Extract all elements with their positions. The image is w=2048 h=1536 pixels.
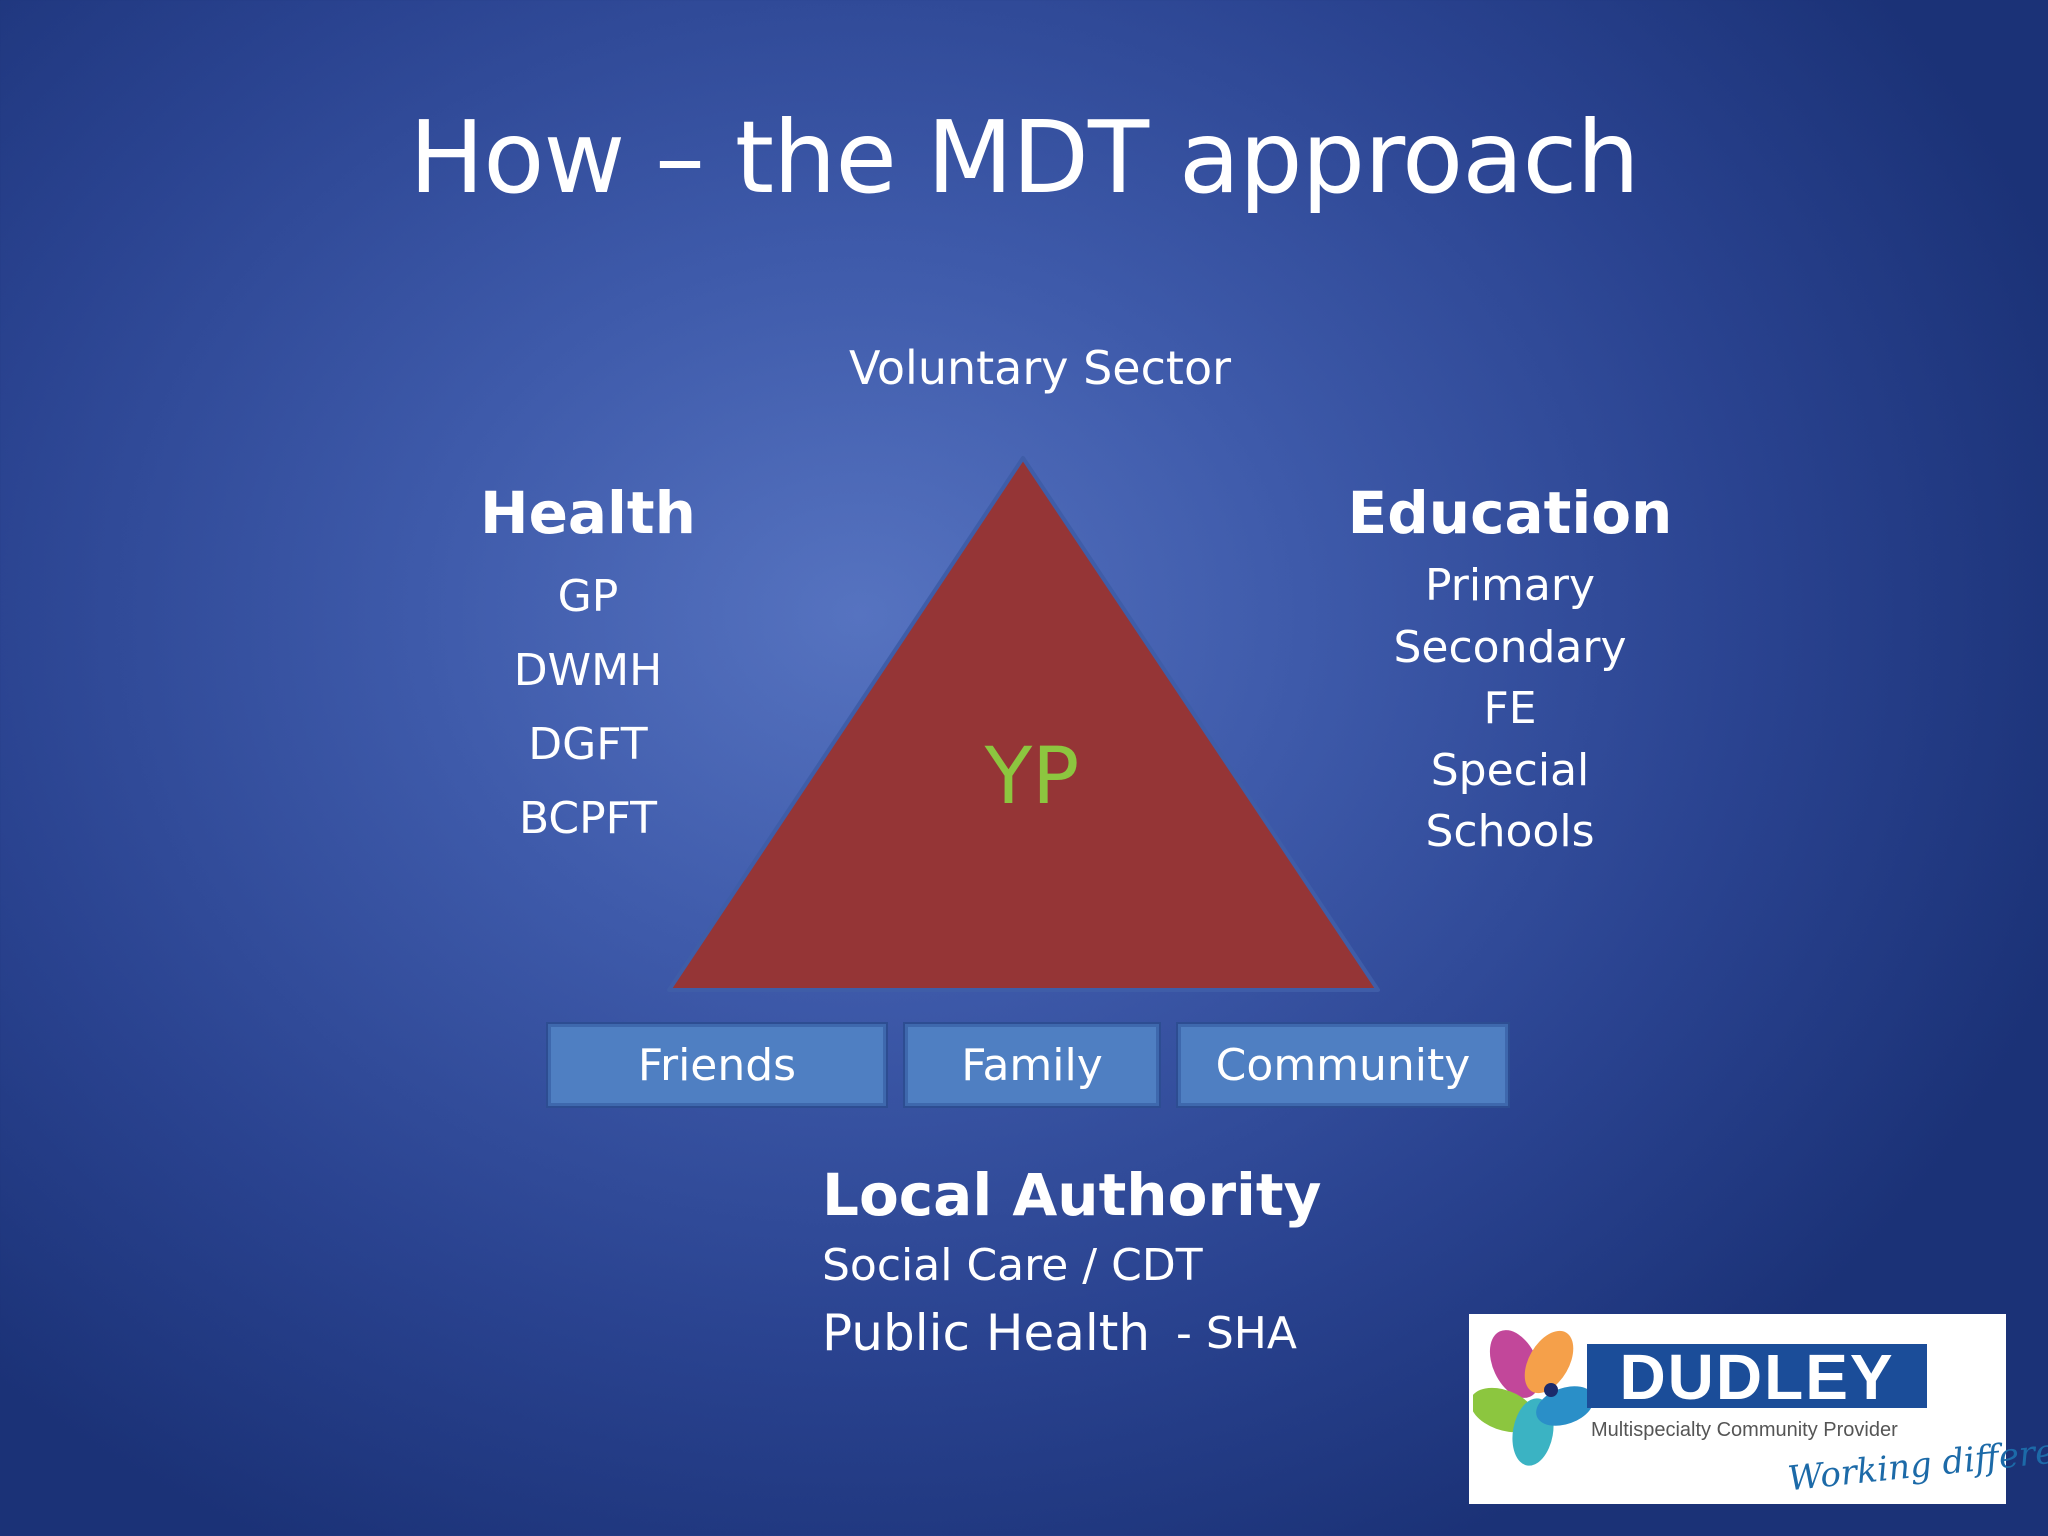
logo-subtitle: Multispecialty Community Provider (1591, 1419, 1898, 1441)
health-item-dwmh: DWMH (513, 645, 663, 696)
health-list: GP DWMH DGFT BCPFT (438, 560, 738, 856)
health-heading: Health (480, 479, 696, 547)
logo-wordmark: DUDLEY (1587, 1344, 1927, 1410)
education-item-primary: Primary (1424, 560, 1596, 611)
social-care-label: Social Care / CDT (822, 1240, 1203, 1291)
family-box: Family (905, 1024, 1159, 1106)
health-item-dgft: DGFT (528, 719, 648, 770)
community-box: Community (1178, 1024, 1508, 1106)
health-item-bcpft: BCPFT (518, 793, 658, 844)
flower-icon (1473, 1330, 1593, 1466)
triangle-shape (667, 456, 1380, 992)
yp-triangle: YP (667, 456, 1380, 992)
dudley-logo: DUDLEY Multispecialty Community Provider… (1469, 1314, 2048, 1504)
friends-box: Friends (548, 1024, 886, 1106)
education-heading: Education (1347, 479, 1673, 547)
education-list: Primary Secondary FE Special Schools (1310, 555, 1710, 863)
yp-label: YP (984, 732, 1080, 822)
sha-label: - SHA (1176, 1308, 1297, 1359)
public-health-label: Public Health (822, 1304, 1151, 1362)
local-authority-heading: Local Authority (822, 1161, 1322, 1229)
education-item-fe: FE (1483, 683, 1537, 734)
health-item-gp: GP (557, 571, 619, 622)
education-item-schools: Schools (1425, 806, 1595, 857)
education-item-secondary: Secondary (1393, 621, 1627, 673)
education-item-special: Special (1430, 744, 1590, 796)
slide-title: How – the MDT approach (409, 99, 1640, 216)
voluntary-sector-label: Voluntary Sector (849, 341, 1231, 395)
